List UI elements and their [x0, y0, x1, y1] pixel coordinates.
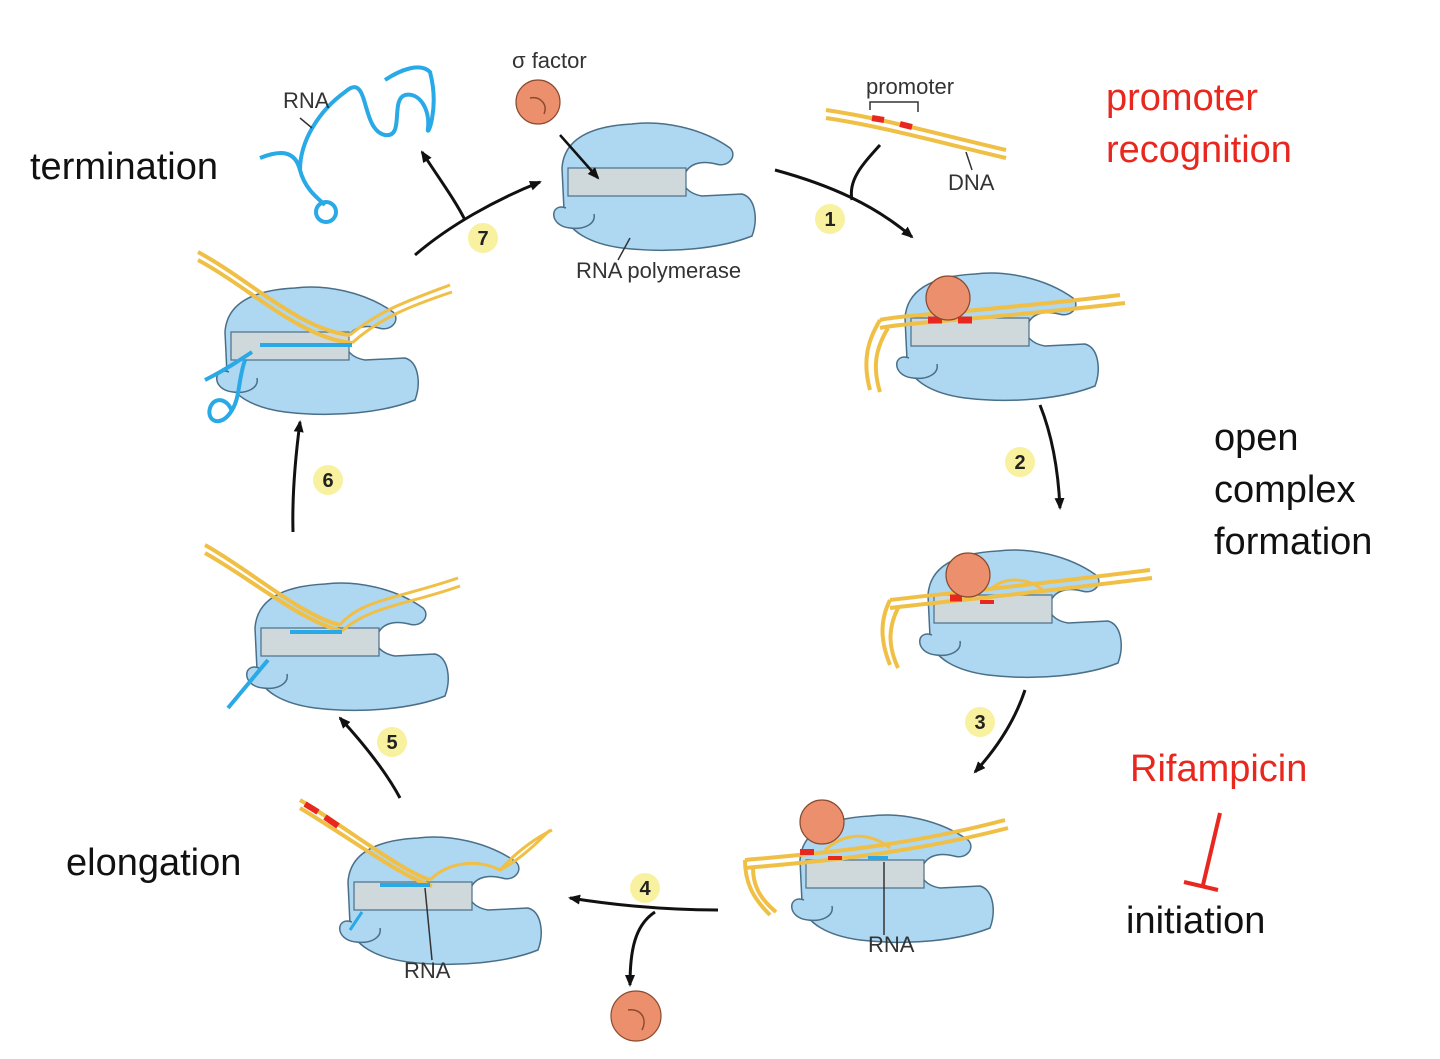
svg-text:2: 2	[1014, 452, 1025, 474]
cycle-arrows	[291, 143, 1065, 987]
open-complex-line-2: complex	[1214, 469, 1356, 511]
arrow-step-2	[1038, 404, 1065, 510]
rna-label-step4: RNA	[404, 958, 451, 983]
open-complex-line-3: formation	[1214, 521, 1373, 563]
step-badge-3: 3	[965, 707, 995, 737]
svg-text:7: 7	[477, 228, 488, 250]
promoter-dna	[825, 101, 1007, 171]
open-complex-formation-label: open complex formation	[1214, 412, 1372, 568]
svg-text:6: 6	[322, 470, 333, 492]
rna-label-step3: RNA	[868, 932, 915, 957]
closed-complex	[864, 272, 1126, 402]
sigma-pointer	[559, 134, 600, 180]
rifampicin-inhibition-symbol	[1183, 812, 1222, 892]
sigma-factor-free	[515, 79, 561, 125]
released-rna	[259, 65, 436, 224]
sigma-release-arrow	[625, 910, 656, 987]
arrow-step-4	[568, 894, 719, 912]
step-badge-5: 5	[377, 727, 407, 757]
dna-label: DNA	[948, 170, 995, 195]
step-badge-6: 6	[313, 465, 343, 495]
elongation-complex-2	[204, 543, 461, 712]
polymerase-free	[552, 122, 756, 252]
termination-complex	[197, 250, 453, 423]
initiation-label: initiation	[1126, 900, 1266, 942]
rna-release-arrow	[420, 150, 467, 221]
step-badges: 1 2 3 4 5 6 7	[313, 204, 1035, 903]
polymerase-leader	[617, 237, 631, 261]
open-complex-line-1: open	[1214, 417, 1299, 459]
rifampicin-label: Rifampicin	[1130, 748, 1308, 790]
arrow-step-6	[291, 420, 304, 533]
promoter-label: promoter	[866, 74, 954, 99]
promoter-entry-arrow	[849, 143, 882, 201]
open-complex	[880, 549, 1153, 679]
elongation-complex-1	[298, 798, 553, 966]
svg-text:5: 5	[386, 732, 397, 754]
promoter-recognition-line-1: promoter	[1106, 77, 1259, 119]
promoter-recognition-line-2: recognition	[1106, 129, 1292, 171]
step-badge-1: 1	[815, 204, 845, 234]
step-badge-2: 2	[1005, 447, 1035, 477]
termination-label: termination	[30, 146, 218, 188]
sigma-factor-label: σ factor	[512, 48, 587, 73]
rna-polymerase-label: RNA polymerase	[576, 258, 741, 283]
arrow-step-7	[414, 180, 542, 257]
svg-text:3: 3	[974, 712, 985, 734]
promoter-recognition-label: promoter recognition	[1106, 72, 1292, 176]
step-badge-4: 4	[630, 873, 660, 903]
arrow-step-5	[338, 716, 402, 799]
sigma-factor-released	[610, 990, 662, 1042]
rna-label-top: RNA	[283, 88, 330, 113]
svg-text:1: 1	[824, 209, 835, 231]
arrow-step-1	[774, 168, 914, 239]
elongation-label: elongation	[66, 842, 242, 884]
svg-text:4: 4	[639, 878, 651, 900]
step-badge-7: 7	[468, 223, 498, 253]
arrow-step-3	[973, 689, 1027, 774]
initiation-complex	[743, 799, 1009, 944]
